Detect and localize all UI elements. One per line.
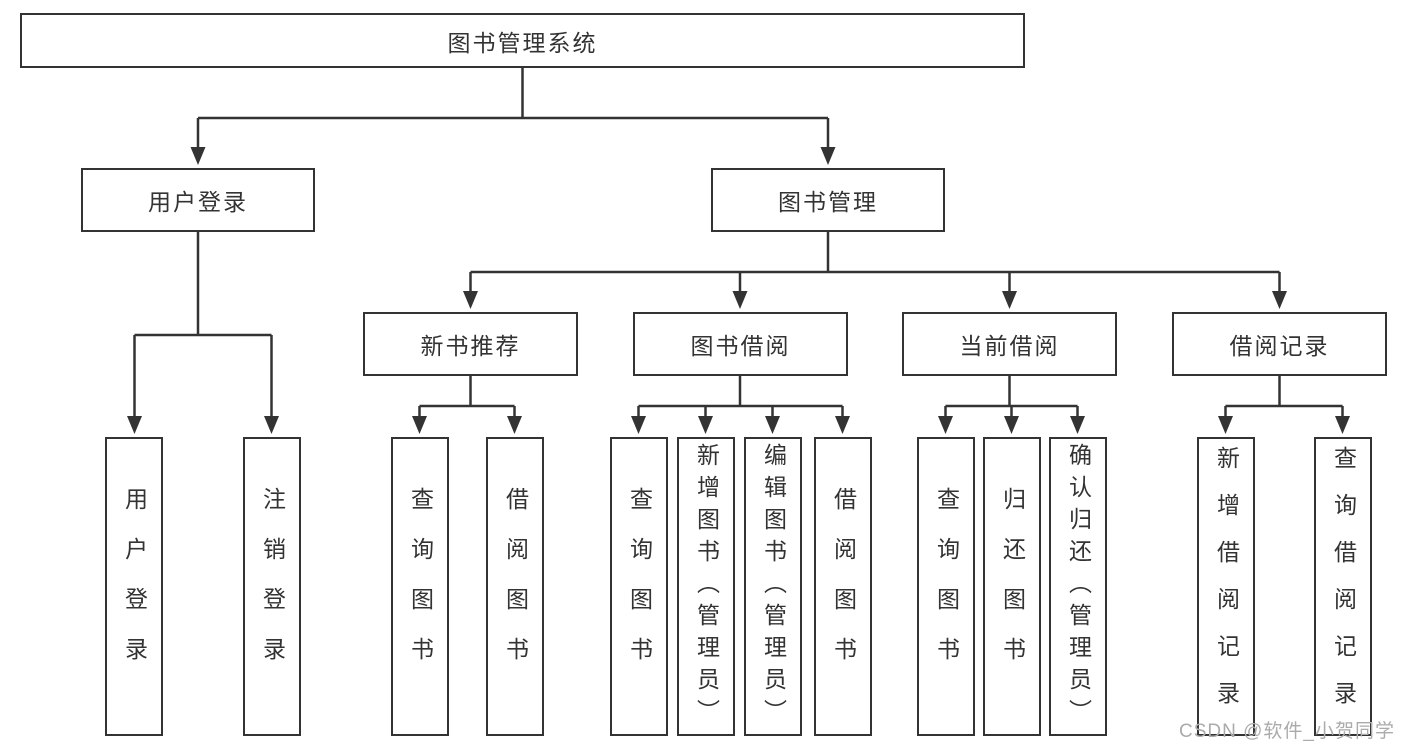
node-label: 新增借阅记录 — [1213, 445, 1240, 728]
node-book-borrowing: 图书借阅 — [633, 312, 848, 376]
node-label: 注销登录 — [259, 486, 286, 687]
leaf-query-borrow-record: 查询借阅记录 — [1314, 437, 1372, 736]
node-label: 借阅记录 — [1229, 333, 1330, 359]
leaf-edit-book-admin: 编辑图书（管理员） — [744, 437, 802, 736]
node-label: 查询借阅记录 — [1330, 445, 1357, 728]
node-label: 编辑图书（管理员） — [760, 442, 787, 731]
arrow-down-icon — [1218, 416, 1233, 434]
leaf-query-books-recommend: 查询图书 — [391, 437, 449, 736]
leaf-query-books-borrowing: 查询图书 — [610, 437, 668, 736]
arrow-down-icon — [412, 416, 427, 434]
arrow-down-icon — [820, 147, 836, 165]
arrow-down-icon — [264, 416, 279, 434]
arrow-down-icon — [127, 416, 142, 434]
leaf-borrow-books-borrowing: 借阅图书 — [814, 437, 872, 736]
node-label: 图书借阅 — [690, 333, 791, 359]
leaf-borrow-books-recommend: 借阅图书 — [486, 437, 544, 736]
node-label: 新书推荐 — [420, 333, 521, 359]
arrow-down-icon — [732, 291, 748, 309]
node-borrow-records: 借阅记录 — [1172, 312, 1387, 376]
node-label: 用户登录 — [148, 189, 248, 215]
arrow-down-icon — [507, 416, 522, 434]
arrow-down-icon — [835, 416, 850, 434]
arrow-down-icon — [190, 147, 206, 165]
leaf-return-books: 归还图书 — [983, 437, 1041, 736]
node-label: 查询图书 — [626, 486, 653, 687]
arrow-down-icon — [1004, 416, 1019, 434]
arrow-down-icon — [1002, 291, 1017, 309]
node-label: 当前借阅 — [959, 333, 1060, 359]
arrow-down-icon — [463, 291, 478, 309]
node-new-book-recommend: 新书推荐 — [363, 312, 578, 376]
leaf-add-book-admin: 新增图书（管理员） — [677, 437, 735, 736]
node-user-login: 用户登录 — [81, 168, 315, 232]
node-label: 新增图书（管理员） — [693, 442, 720, 731]
node-label: 借阅图书 — [502, 486, 529, 687]
watermark: CSDN @软件_小贺同学 — [1179, 721, 1395, 742]
arrow-down-icon — [1272, 291, 1287, 309]
node-label: 确认归还（管理员） — [1065, 442, 1092, 731]
leaf-add-borrow-record: 新增借阅记录 — [1197, 437, 1255, 736]
node-label: 查询图书 — [933, 486, 960, 687]
arrow-down-icon — [1335, 416, 1350, 434]
leaf-confirm-return-admin: 确认归还（管理员） — [1049, 437, 1107, 736]
node-book-management: 图书管理 — [711, 168, 945, 232]
node-label: 用户登录 — [121, 486, 148, 687]
node-label: 查询图书 — [407, 486, 434, 687]
arrow-down-icon — [698, 416, 713, 434]
node-label: 图书管理系统 — [447, 29, 598, 56]
node-current-borrowing: 当前借阅 — [902, 312, 1117, 376]
leaf-query-books-current: 查询图书 — [917, 437, 975, 736]
node-label: 归还图书 — [999, 486, 1026, 687]
node-label: 图书管理 — [778, 189, 878, 215]
arrow-down-icon — [1070, 416, 1085, 434]
arrow-down-icon — [631, 416, 646, 434]
leaf-logout: 注销登录 — [243, 437, 301, 736]
arrow-down-icon — [765, 416, 780, 434]
leaf-user-login: 用户登录 — [105, 437, 163, 736]
node-root: 图书管理系统 — [20, 13, 1025, 68]
node-label: 借阅图书 — [830, 486, 857, 687]
arrow-down-icon — [938, 416, 953, 434]
